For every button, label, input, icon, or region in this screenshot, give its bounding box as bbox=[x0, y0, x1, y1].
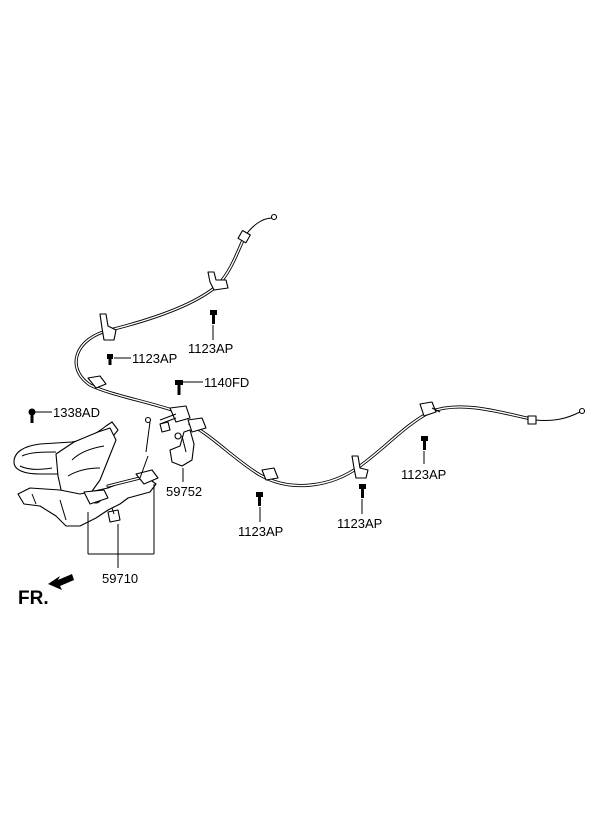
bolt-1123ap-icon-c bbox=[421, 436, 428, 450]
label-59752: 59752 bbox=[166, 484, 202, 499]
cable-bracket-lower-left bbox=[87, 375, 107, 389]
cable-end-fitting-right bbox=[419, 401, 441, 417]
lower-cable bbox=[188, 405, 586, 488]
label-1140fd: 1140FD bbox=[204, 375, 249, 390]
label-1123ap-d: 1123AP bbox=[238, 524, 283, 539]
cable-equalizer bbox=[144, 405, 207, 453]
bolt-1338ad-icon bbox=[28, 408, 36, 423]
bolt-1123ap-icon-e bbox=[359, 484, 366, 498]
bolt-1123ap-icon-a bbox=[210, 310, 217, 324]
label-1123ap-b: 1123AP bbox=[132, 351, 177, 366]
cable-bracket-upper-right bbox=[207, 271, 229, 291]
label-1123ap-c: 1123AP bbox=[401, 467, 446, 482]
bolt-1123ap-icon-b bbox=[107, 354, 113, 365]
cable-bracket-mid-right bbox=[351, 455, 369, 479]
label-1338ad: 1338AD bbox=[53, 405, 100, 420]
parking-brake-lever bbox=[13, 421, 159, 527]
cable-bracket-mid-left bbox=[261, 467, 279, 481]
bolt-1123ap-icon-d bbox=[256, 492, 263, 506]
bracket-59752 bbox=[169, 429, 195, 467]
leader-lines bbox=[35, 325, 425, 568]
label-59710: 59710 bbox=[102, 571, 138, 586]
front-direction-label: FR. bbox=[18, 588, 49, 609]
bolt-1140fd-icon bbox=[175, 380, 183, 395]
label-1123ap-e: 1123AP bbox=[337, 516, 382, 531]
cable-bracket-upper-left bbox=[99, 313, 117, 341]
label-1123ap-a: 1123AP bbox=[188, 341, 233, 356]
front-direction-arrow-icon bbox=[48, 574, 74, 590]
